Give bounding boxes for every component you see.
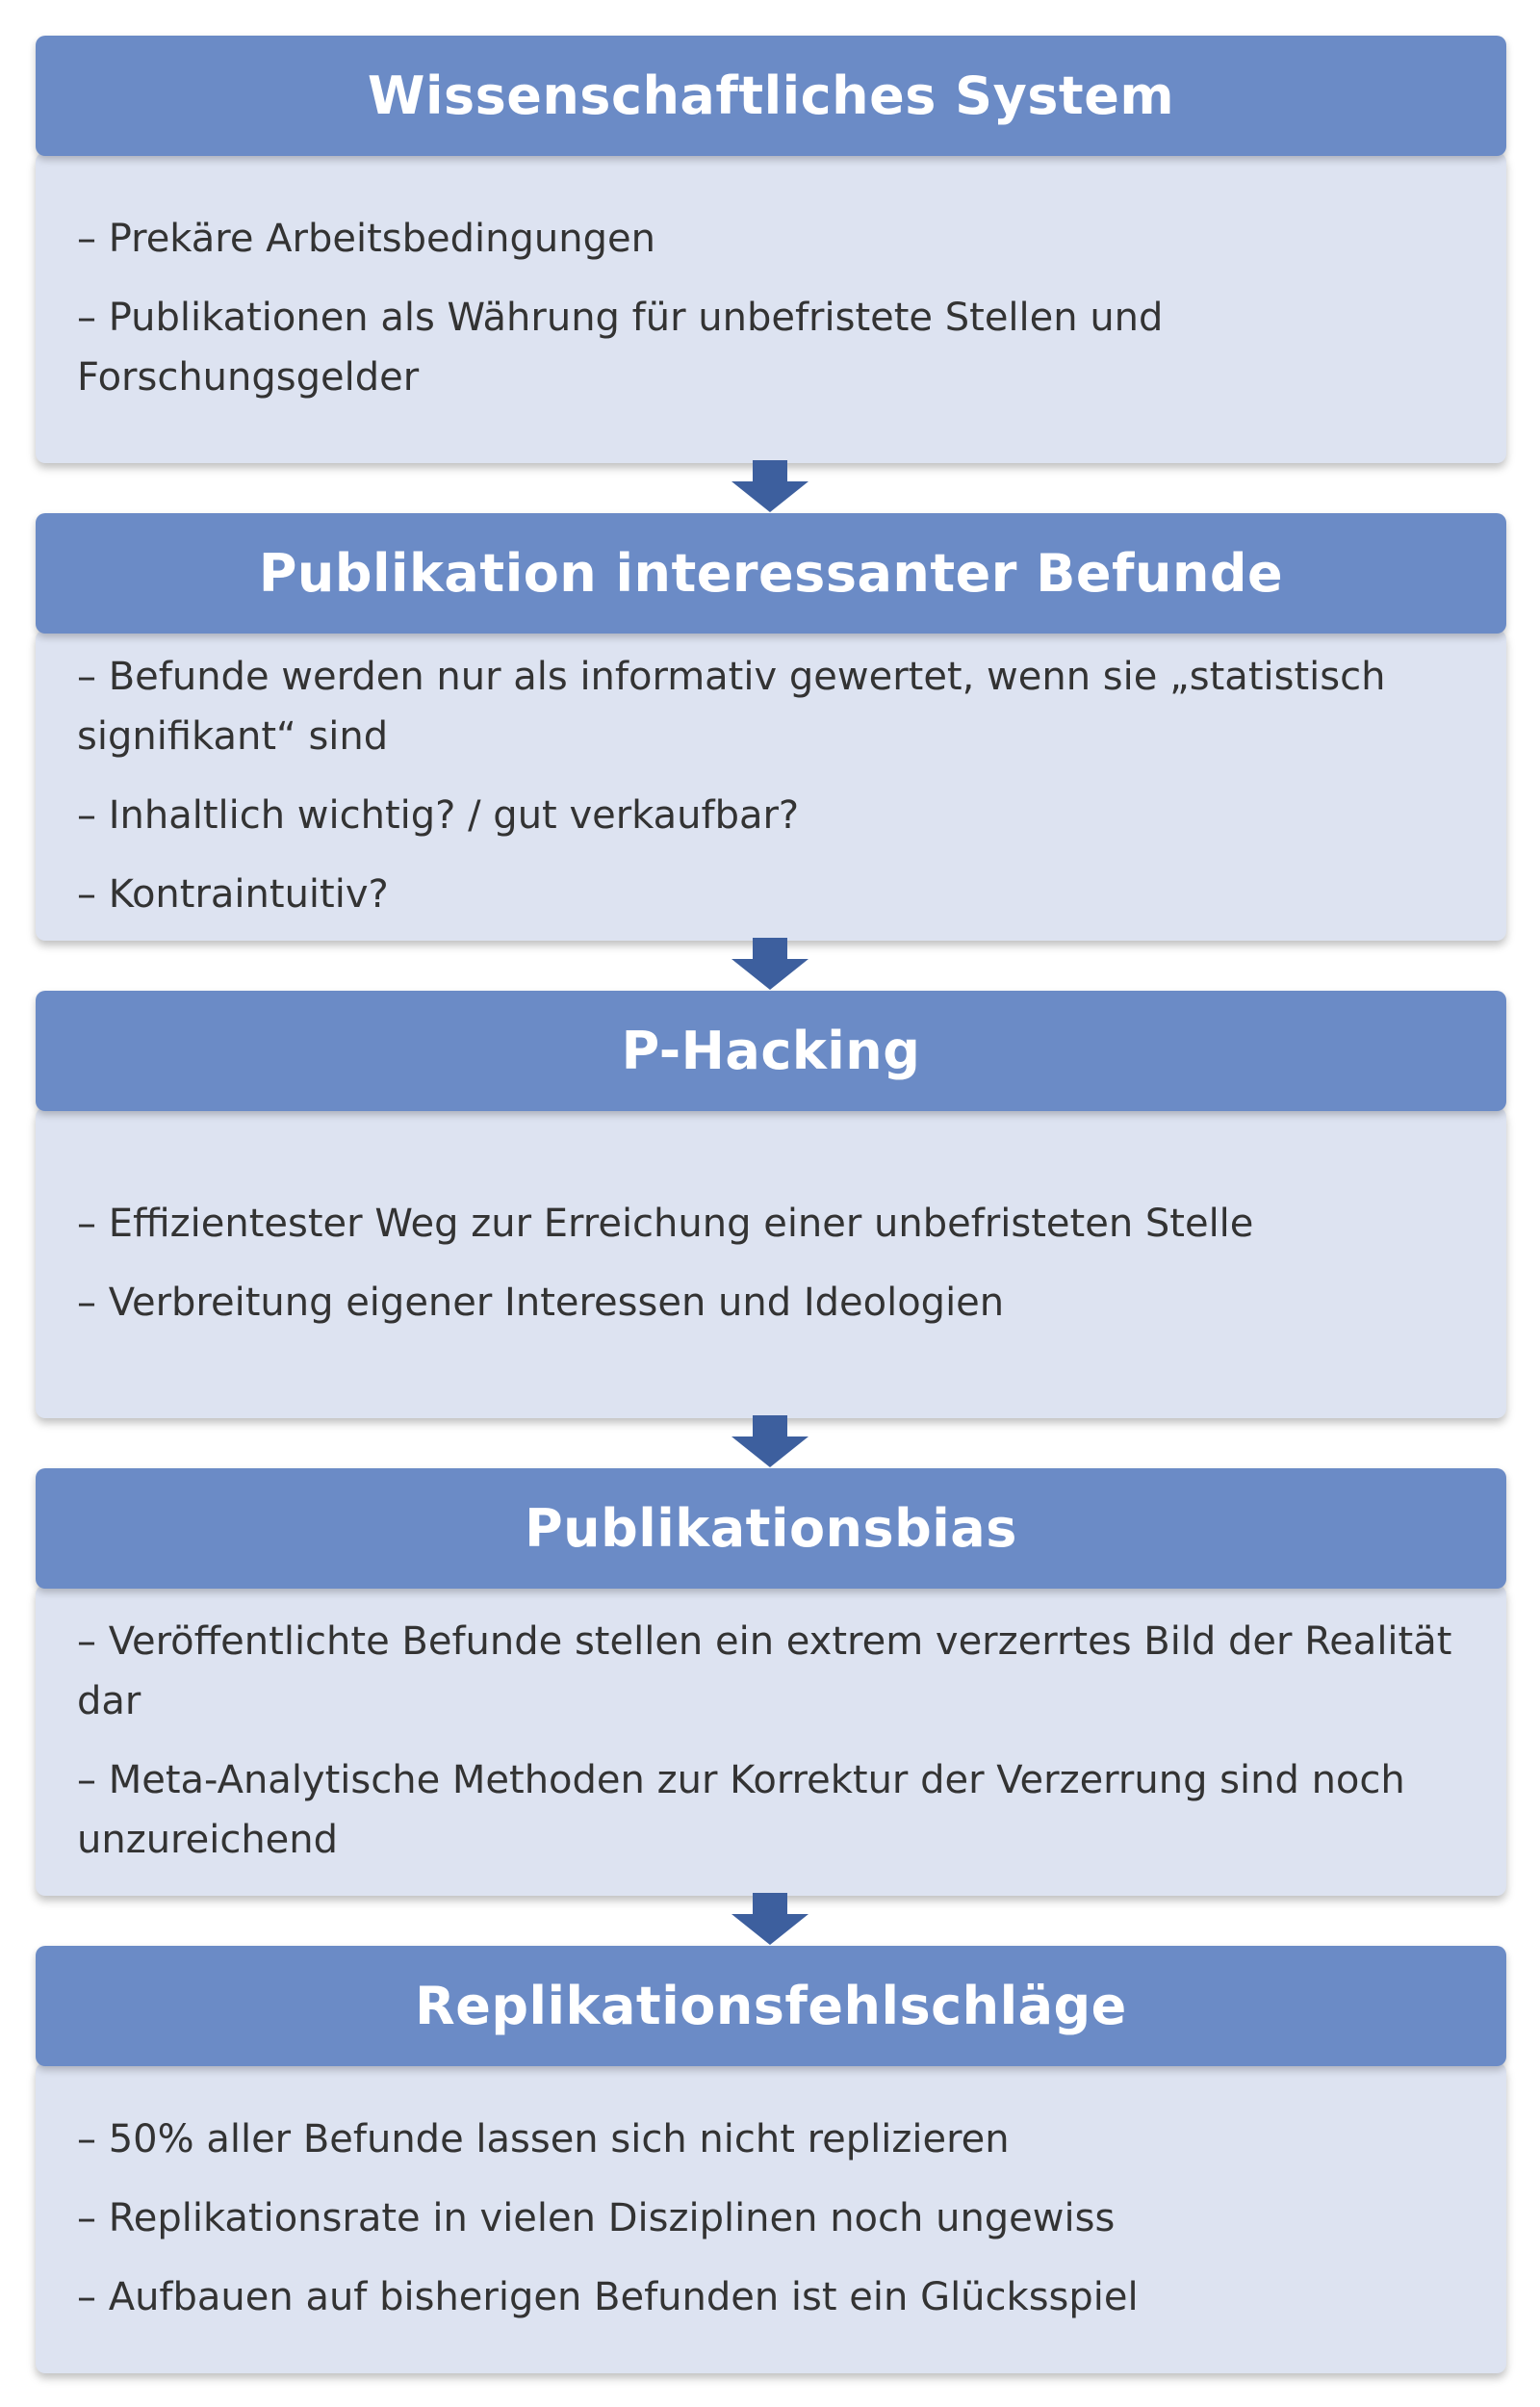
stage-title: Publikation interessanter Befunde: [258, 543, 1284, 604]
stage-title: Wissenschaftliches System: [367, 65, 1175, 126]
down-arrow-icon: [732, 938, 808, 990]
stage-bullet: – Kontraintuitiv?: [77, 871, 389, 917]
stage-title: P-Hacking: [621, 1021, 921, 1081]
stage-header-replikationsfehlschlaege: Replikationsfehlschläge: [36, 1946, 1506, 2066]
stage-body-publikation-interessanter-befunde: – Befunde werden nur als informativ gewe…: [36, 630, 1506, 941]
stage-bullet: – Prekäre Arbeitsbedingungen: [77, 216, 655, 261]
down-arrow-icon: [732, 1415, 808, 1467]
down-arrow-icon: [732, 460, 808, 512]
stage-header-publikationsbias: Publikationsbias: [36, 1468, 1506, 1589]
stage-bullet: – Publikationen als Währung für unbefris…: [77, 295, 1164, 400]
stage-header-wissenschaftliches-system: Wissenschaftliches System: [36, 36, 1506, 156]
stage-title: Replikationsfehlschläge: [415, 1976, 1127, 2036]
stage-title: Publikationsbias: [525, 1498, 1017, 1559]
stage-bullet: – Replikationsrate in vielen Disziplinen…: [77, 2195, 1116, 2240]
stage-bullet: – Aufbauen auf bisherigen Befunden ist e…: [77, 2274, 1139, 2319]
stage-bullet: – 50% aller Befunde lassen sich nicht re…: [77, 2116, 1010, 2161]
stage-bullet: – Meta-Analytische Methoden zur Korrektu…: [77, 1757, 1405, 1862]
stage-bullet: – Inhaltlich wichtig? / gut verkaufbar?: [77, 792, 800, 838]
stage-header-publikation-interessanter-befunde: Publikation interessanter Befunde: [36, 513, 1506, 634]
stage-body-p-hacking: – Effizientester Weg zur Erreichung eine…: [36, 1107, 1506, 1418]
stage-bullet: – Effizientester Weg zur Erreichung eine…: [77, 1201, 1254, 1246]
stage-bullet: – Veröffentlichte Befunde stellen ein ex…: [77, 1618, 1452, 1723]
down-arrow-icon: [732, 1893, 808, 1945]
stage-bullet: – Befunde werden nur als informativ gewe…: [77, 654, 1386, 759]
stage-body-publikationsbias: – Veröffentlichte Befunde stellen ein ex…: [36, 1585, 1506, 1896]
stage-body-wissenschaftliches-system: – Prekäre Arbeitsbedingungen – Publikati…: [36, 152, 1506, 463]
stage-header-p-hacking: P-Hacking: [36, 991, 1506, 1111]
stage-body-replikationsfehlschlaege: – 50% aller Befunde lassen sich nicht re…: [36, 2062, 1506, 2373]
stage-bullet: – Verbreitung eigener Interessen und Ide…: [77, 1280, 1005, 1325]
